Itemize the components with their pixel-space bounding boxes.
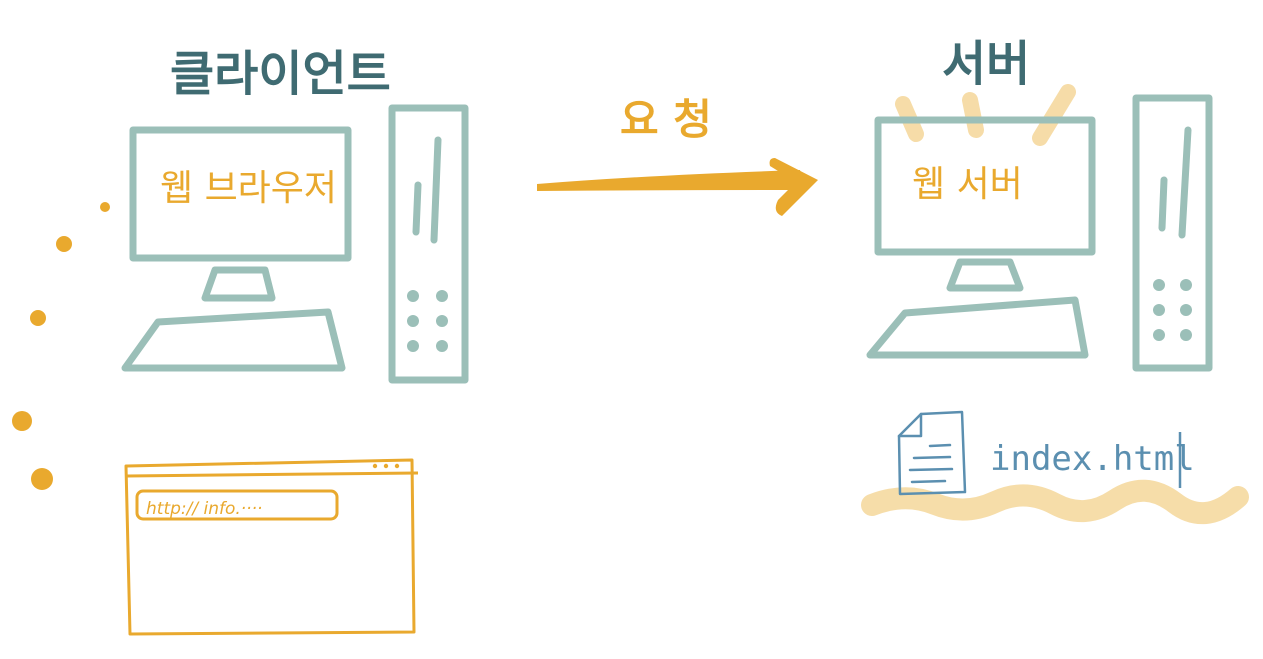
client-monitor-label: 웹 브라우저 [160, 168, 337, 209]
client-monitor-stand [201, 266, 276, 302]
browser-frame [124, 458, 416, 636]
file-name: index.html [990, 439, 1195, 479]
server-monitor-label: 웹 서버 [912, 164, 1023, 205]
client-tower [388, 104, 469, 384]
client-title: 클라이언트 [170, 46, 391, 102]
server-tower [1132, 94, 1213, 372]
url-text: http:// info.···· [146, 499, 262, 519]
dotted-connector [12, 202, 110, 490]
client-monitor [129, 126, 352, 262]
highlight-wave [861, 479, 1249, 525]
client-computer-icon [121, 104, 469, 384]
server-tower-line [1178, 126, 1192, 239]
server-monitor-stand [946, 258, 1024, 292]
document-icon [897, 410, 967, 496]
server-glow [895, 84, 1076, 146]
arrow-right-icon [537, 158, 818, 216]
server-tower-line [1158, 176, 1168, 232]
server-tower-buttons [1153, 279, 1192, 341]
server-keyboard [866, 296, 1089, 359]
client-tower-line [412, 181, 422, 236]
server-monitor [874, 116, 1096, 256]
client-tower-buttons [407, 290, 448, 352]
url-bar [135, 489, 339, 521]
client-tower-line [430, 136, 442, 244]
request-label: 요 청 [620, 95, 712, 144]
client-keyboard [121, 308, 346, 372]
browser-titlebar-line [125, 471, 419, 478]
browser-window [124, 458, 419, 636]
server-title: 서버 [942, 36, 1030, 92]
window-controls [372, 463, 400, 469]
server-computer-icon [866, 94, 1213, 372]
